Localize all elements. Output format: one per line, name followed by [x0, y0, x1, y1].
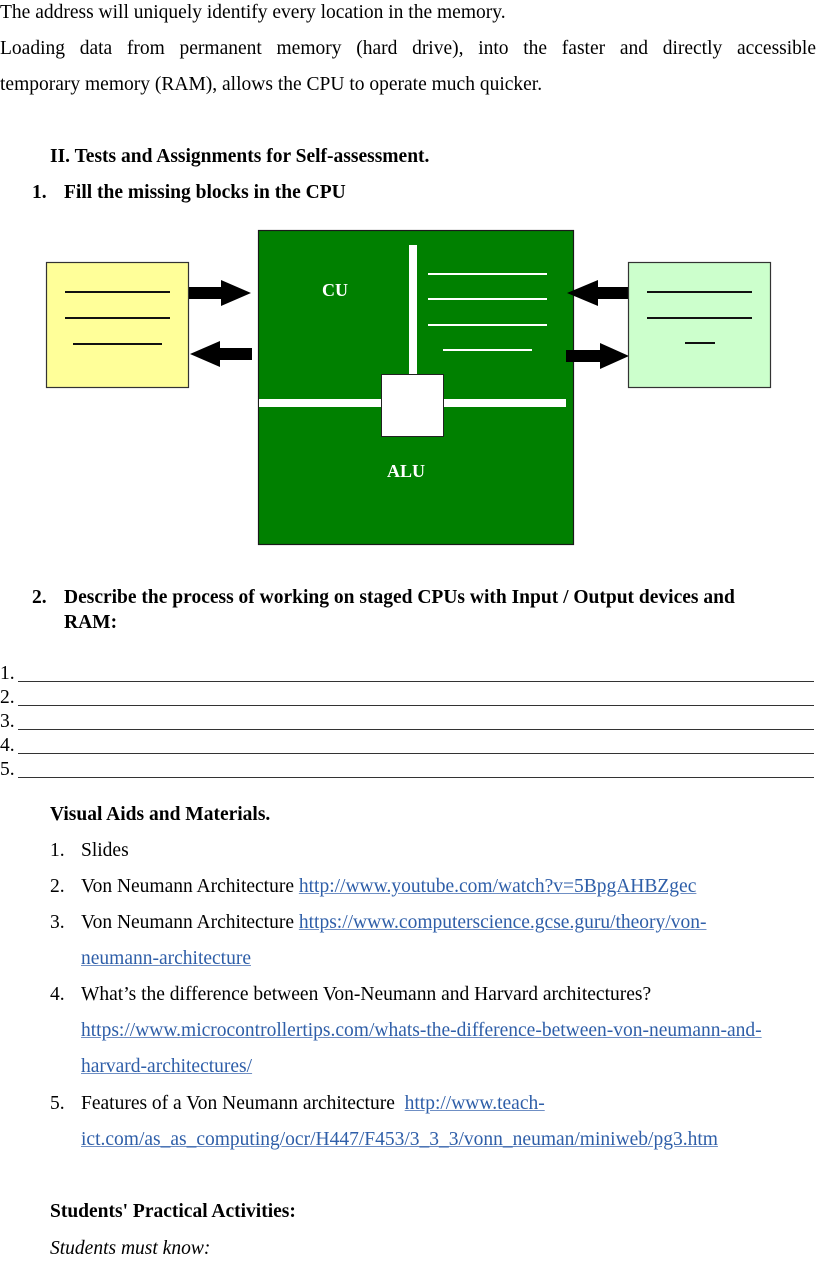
- alu-label: ALU: [387, 461, 425, 481]
- right-missing-block: [627, 261, 772, 389]
- task-2-title-line-1: Describe the process of working on stage…: [64, 587, 735, 608]
- answer-number: 3.: [0, 711, 15, 732]
- cpu-diagram: CU ALU: [45, 229, 772, 546]
- answer-blank: [18, 777, 814, 778]
- item-text: Von Neumann Architecture: [81, 912, 299, 933]
- answer-blank: [18, 753, 814, 754]
- teach-ict-link[interactable]: http://www.teach-: [404, 1093, 545, 1114]
- item-number: 3.: [50, 912, 65, 933]
- item-number: 2.: [50, 876, 65, 897]
- answer-number: 1.: [0, 663, 15, 684]
- task-1-title: Fill the missing blocks in the CPU: [64, 182, 346, 203]
- task-2-title-line-2: RAM:: [64, 612, 118, 633]
- arrow-left-to-cpu: [567, 280, 630, 306]
- visual-aid-item-3-cont: neumann-architecture: [81, 948, 251, 970]
- visual-aid-item-1: 1. Slides: [50, 840, 129, 862]
- task-1-number: 1.: [32, 182, 47, 203]
- computerscience-link[interactable]: https://www.computerscience.gcse.guru/th…: [298, 912, 707, 933]
- intro-line-3: temporary memory (RAM), allows the CPU t…: [0, 74, 543, 95]
- visual-aid-item-3: 3. Von Neumann Architecture https://www.c…: [50, 912, 706, 934]
- answer-number: 2.: [0, 687, 15, 708]
- visual-aid-item-5: 5. Features of a Von Neumann architecture…: [50, 1093, 545, 1115]
- teach-ict-link-cont[interactable]: ict.com/as_as_computing/ocr/H447/F453/3_…: [81, 1129, 718, 1150]
- answer-line-3[interactable]: 3.: [0, 706, 814, 732]
- arrow-right-to-cpu: [189, 280, 251, 306]
- answer-line-5[interactable]: 5.: [0, 754, 814, 780]
- microcontrollertips-link[interactable]: https://www.microcontrollertips.com/what…: [81, 1020, 762, 1041]
- intro-line-1: The address will uniquely identify every…: [0, 2, 506, 23]
- visual-aid-item-4-link-row: https://www.microcontrollertips.com/what…: [81, 1020, 762, 1042]
- item-text: What’s the difference between Von-Neuman…: [81, 984, 652, 1005]
- item-number: 4.: [50, 984, 65, 1005]
- item-text: Slides: [81, 840, 129, 861]
- item-text: Features of a Von Neumann architecture: [81, 1093, 405, 1114]
- item-number: 1.: [50, 840, 65, 861]
- arrow-right-from-cpu: [566, 343, 629, 369]
- microcontrollertips-link-cont[interactable]: harvard-architectures/: [81, 1056, 253, 1077]
- answer-line-2[interactable]: 2.: [0, 682, 814, 708]
- item-text: Von Neumann Architecture: [81, 876, 299, 897]
- practical-subheading: Students must know:: [50, 1238, 211, 1259]
- control-bus-vertical: [409, 245, 417, 375]
- practical-heading: Students' Practical Activities:: [50, 1201, 296, 1222]
- answer-line-4[interactable]: 4.: [0, 730, 814, 756]
- answer-blank: [18, 705, 814, 706]
- task-1-heading: 1. Fill the missing blocks in the CPU: [32, 182, 346, 204]
- computerscience-link-cont[interactable]: neumann-architecture: [81, 948, 251, 969]
- intro-line-2: Loading data from permanent memory (hard…: [0, 38, 816, 59]
- visual-aids-heading: Visual Aids and Materials.: [50, 804, 271, 825]
- visual-aid-item-4-cont: harvard-architectures/: [81, 1056, 252, 1078]
- task-2-heading: 2. Describe the process of working on sta…: [32, 587, 735, 609]
- register-square: [381, 374, 444, 437]
- answer-number: 4.: [0, 735, 15, 756]
- answer-number: 5.: [0, 759, 15, 780]
- answer-blank: [18, 681, 814, 682]
- arrow-left-from-cpu: [190, 341, 252, 367]
- cu-label: CU: [322, 280, 348, 300]
- answer-blank: [18, 729, 814, 730]
- task-2-number: 2.: [32, 587, 47, 608]
- item-number: 5.: [50, 1093, 65, 1114]
- youtube-link[interactable]: http://www.youtube.com/watch?v=5BpgAHBZg…: [298, 876, 697, 897]
- visual-aid-item-4: 4. What’s the difference between Von-Neum…: [50, 984, 651, 1006]
- left-missing-block: [45, 261, 190, 389]
- visual-aid-item-2: 2. Von Neumann Architecture http://www.yo…: [50, 876, 696, 898]
- section-heading: II. Tests and Assignments for Self-asses…: [50, 146, 430, 167]
- visual-aid-item-5-cont: ict.com/as_as_computing/ocr/H447/F453/3_…: [81, 1129, 718, 1151]
- answer-line-1[interactable]: 1.: [0, 658, 814, 684]
